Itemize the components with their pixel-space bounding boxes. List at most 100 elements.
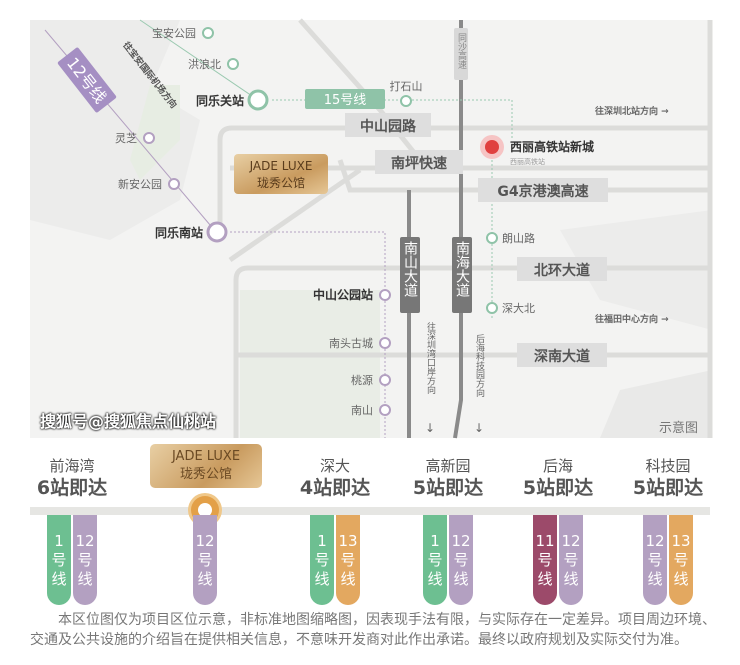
stop-name: 高新园: [425, 457, 471, 475]
line-suffix-char: 线: [314, 569, 330, 588]
route-stop: 深大 4站即达: [275, 440, 395, 500]
line-number: 1: [54, 531, 64, 550]
line-suffix-char: 线: [453, 569, 469, 588]
stop-distance: 5站即达: [522, 477, 594, 499]
direction-shekou: 往深圳湾口岸方向: [425, 321, 436, 394]
schematic-label: 示意图: [659, 420, 698, 436]
project-badge-en: JADE LUXE: [171, 449, 241, 464]
rail-station-icon: [485, 140, 499, 154]
line-suffix-char: 线: [427, 569, 443, 588]
line-suffix-char: 线: [673, 569, 689, 588]
line-number: 13: [338, 531, 358, 550]
arrow-down-icon: ↓: [425, 421, 435, 435]
disclaimer: 本区位图仅为项目区位示意，非标准地图缩略图，因表现手法有限，与实际存在一定差异。…: [30, 612, 716, 648]
line-suffix-char: 号: [647, 550, 663, 569]
line-number: 12: [451, 531, 471, 550]
road-shennan: 深南大道: [534, 348, 590, 365]
station-xinan-park: 新安公园: [118, 177, 162, 191]
line-suffix-char: 号: [563, 550, 579, 569]
line-number: 11: [535, 531, 555, 550]
line-suffix-char: 号: [197, 550, 213, 569]
station-lingzhi: 灵芝: [115, 132, 137, 145]
stop-distance: 5站即达: [632, 477, 704, 499]
direction-futian: 往福田中心方向 →: [595, 313, 669, 325]
stop-name: 前海湾: [49, 457, 95, 475]
road-zhongshanyuan: 中山园路: [360, 118, 417, 135]
line-suffix-char: 线: [537, 569, 553, 588]
line-number: 12: [75, 531, 95, 550]
line-number: 12: [195, 531, 215, 550]
line-suffix-char: 线: [77, 569, 93, 588]
route-stop: 后海 5站即达: [498, 440, 618, 500]
station-langshan: 朗山路: [502, 232, 535, 245]
metro-track: [30, 507, 710, 515]
line-number: 12: [645, 531, 665, 550]
project-en: JADE LUXE: [249, 159, 313, 173]
stop-name: 深大: [319, 457, 350, 475]
line-suffix-char: 线: [51, 569, 67, 588]
stop-name: 科技园: [645, 457, 691, 475]
line-suffix-char: 号: [537, 550, 553, 569]
line15-badge: 15号线: [324, 93, 367, 108]
line-suffix-char: 线: [647, 569, 663, 588]
line-number: 13: [671, 531, 691, 550]
station-honglangbei: 洪浪北: [188, 57, 221, 71]
station-taoyuan: 桃源: [351, 373, 373, 387]
station-tongle-south: 同乐南站: [155, 225, 203, 240]
road-beihuan: 北环大道: [534, 262, 590, 279]
station-tongleguan: 同乐关站: [196, 93, 244, 108]
station-dashishan: 打石山: [390, 79, 423, 93]
line-suffix-char: 号: [340, 550, 356, 569]
line-suffix-char: 线: [197, 569, 213, 588]
line-suffix-char: 号: [427, 550, 443, 569]
route-stop: 高新园 5站即达: [388, 440, 508, 500]
location-map: 12号线 往宝安国际机场方向 15号线 宝安公园 洪浪北 同乐关站 打石山 灵芝…: [30, 18, 713, 439]
xili-sub: 西丽高铁站: [510, 157, 545, 166]
route-stop: 科技园 5站即达: [608, 440, 728, 500]
station-baoan-park: 宝安公园: [152, 26, 196, 40]
road-nanshan-ave: 南山大道: [402, 241, 418, 298]
line-number: 1: [317, 531, 327, 550]
station-nanshan: 南山: [351, 404, 373, 417]
xili-label: 西丽高铁站新城: [510, 139, 594, 154]
line-suffix-char: 号: [673, 550, 689, 569]
station-shendabei: 深大北: [502, 301, 535, 315]
station-zhongshan-park: 中山公园站: [313, 287, 373, 302]
project-cn: 珑秀公馆: [257, 175, 305, 190]
stop-name: 后海: [542, 457, 573, 475]
project-badge-cn: 珑秀公馆: [179, 467, 232, 482]
station-nantou: 南头古城: [329, 337, 373, 350]
line-suffix-char: 号: [314, 550, 330, 569]
stop-distance: 5站即达: [412, 477, 484, 499]
line-suffix-char: 号: [453, 550, 469, 569]
road-g4: G4京港澳高速: [497, 183, 588, 200]
road-nanhai-ave: 南海大道: [454, 241, 470, 298]
direction-shenzhen-north: 往深圳北站方向 →: [595, 105, 669, 117]
road-nanping: 南坪快速: [391, 155, 447, 172]
line-suffix-char: 号: [51, 550, 67, 569]
project-badge: JADE LUXE 珑秀公馆: [150, 444, 262, 488]
watermark: 搜狐号@搜狐焦点仙桃站: [40, 412, 217, 431]
stop-distance: 4站即达: [299, 477, 371, 499]
line-suffix-char: 号: [77, 550, 93, 569]
line-suffix-char: 线: [340, 569, 356, 588]
